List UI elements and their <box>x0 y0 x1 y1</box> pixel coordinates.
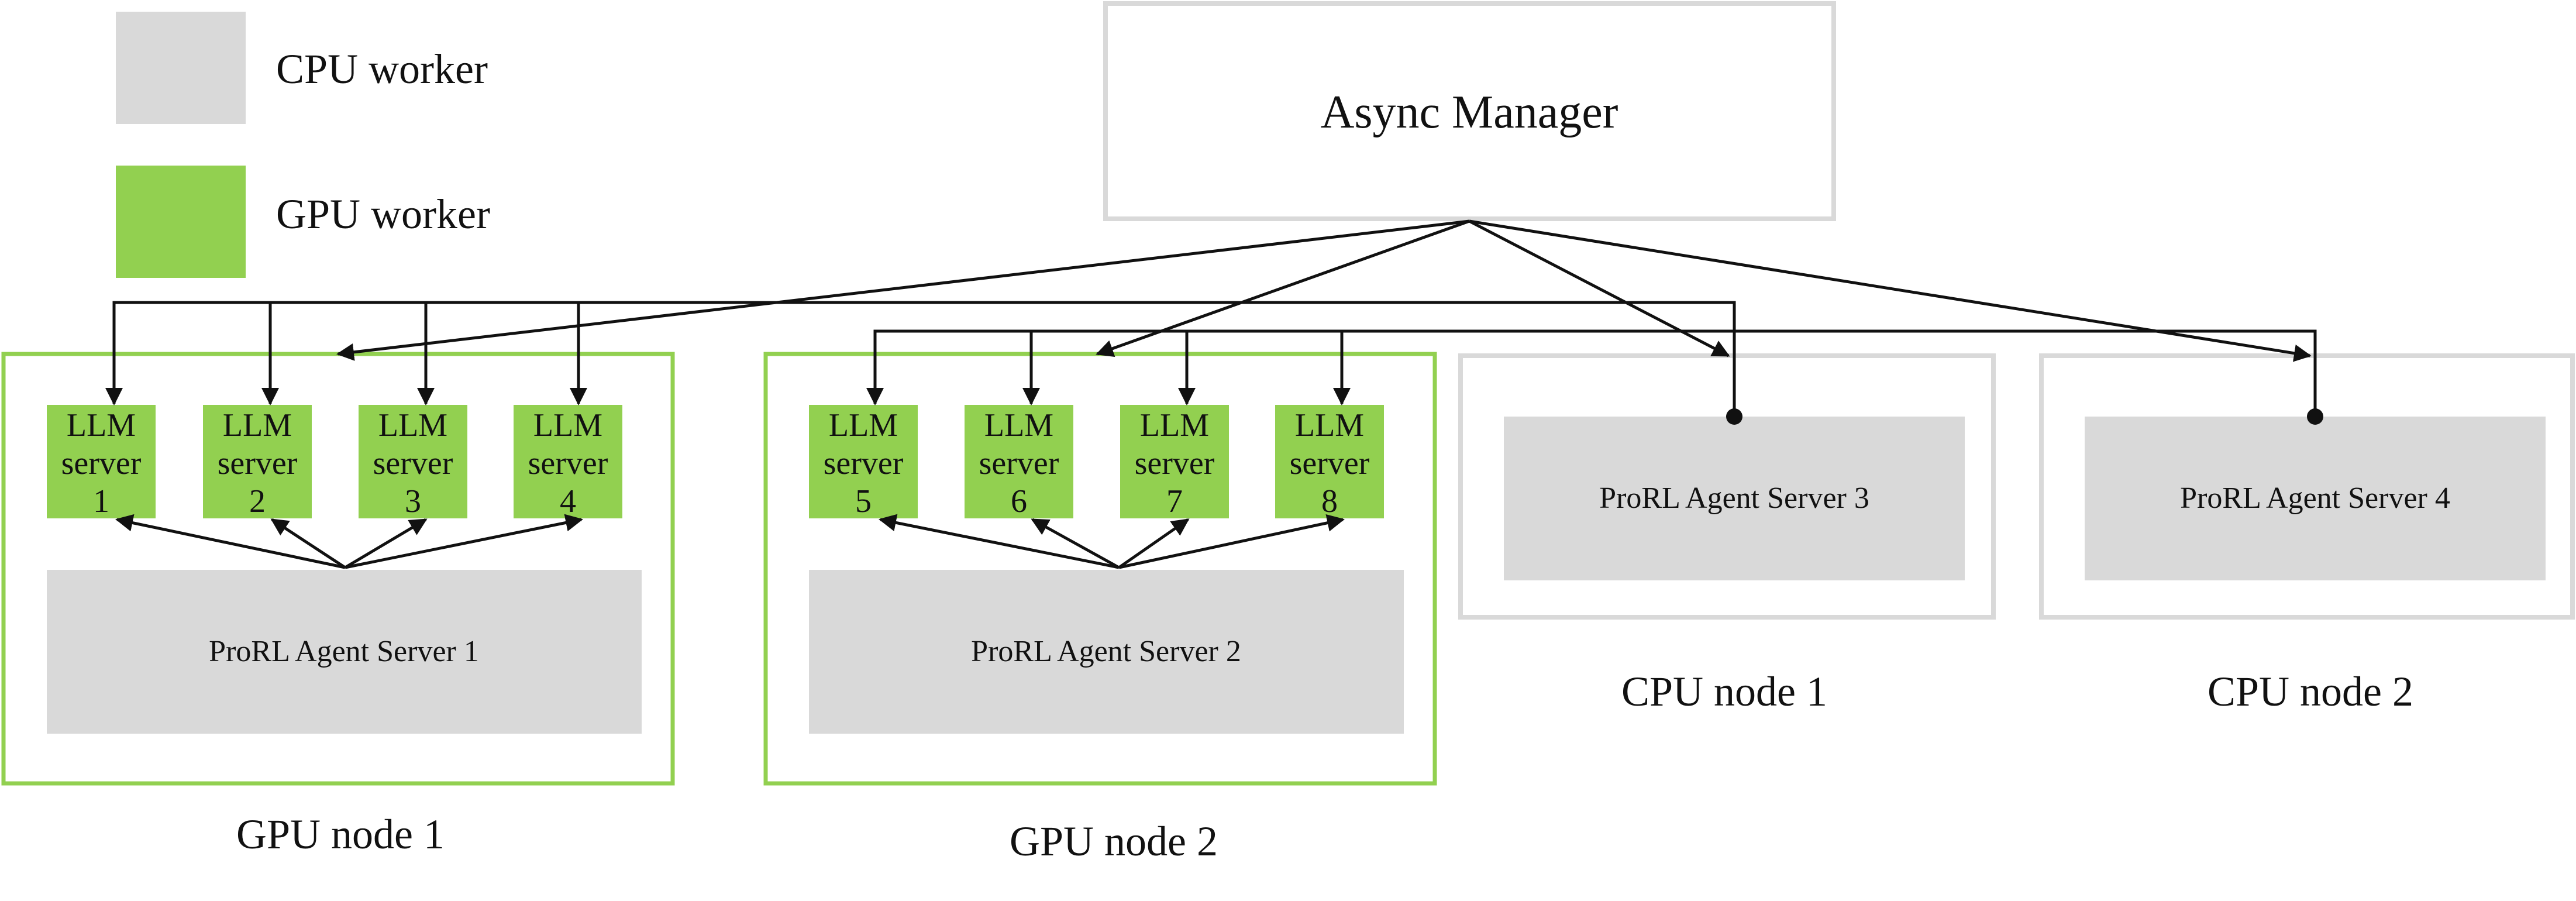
prorl-agent-server-2 <box>809 570 1404 734</box>
async-manager: Async Manager <box>1103 1 1836 221</box>
llm-server-6-line1: LLM <box>984 407 1053 443</box>
cpu-node-2-label: CPU node 2 <box>2207 668 2413 715</box>
llm-server-6-line3: 6 <box>1011 483 1027 520</box>
llm-server-5 <box>809 405 918 518</box>
llm-server-8-line1: LLM <box>1295 407 1364 443</box>
async-manager-label: Async Manager <box>1321 87 1618 138</box>
llm-server-2-line2: server <box>218 445 298 482</box>
cpu-node-2: ProRL Agent Server 4 CPU node 2 <box>2039 353 2575 715</box>
llm-server-8 <box>1275 405 1384 518</box>
legend-gpu-swatch <box>116 166 246 278</box>
arrow-agent-1-to-llm-2 <box>270 518 346 569</box>
connector-dot-agent-3 <box>1726 408 1742 425</box>
prorl-agent-server-3-label: ProRL Agent Server 3 <box>1599 482 1869 515</box>
llm-server-7-line2: server <box>1135 445 1215 482</box>
async-manager-box <box>1103 1 1836 221</box>
llm-server-4-line3: 4 <box>560 483 576 520</box>
llm-server-3-line1: LLM <box>378 407 447 443</box>
llm-server-3 <box>359 405 467 518</box>
cpu-node-1-label: CPU node 1 <box>1621 668 1827 715</box>
llm-server-5-line2: server <box>824 445 904 482</box>
bus-cpu-server-3-to-gpu-node-1 <box>112 301 1736 417</box>
llm-server-2-line1: LLM <box>223 407 292 443</box>
arrow-agent-2-to-llm-5 <box>879 514 1120 569</box>
gpu-node-2: LLM server 5 LLM server 6 LLM server 7 L… <box>763 352 1437 865</box>
arrow-agent-2-to-llm-7 <box>1118 518 1190 569</box>
arrow-agent-1-to-llm-4 <box>345 514 583 569</box>
llm-server-6 <box>965 405 1073 518</box>
prorl-agent-server-3 <box>1504 417 1965 580</box>
llm-server-4 <box>514 405 622 518</box>
arrow-manager-to-cpu-node-2 <box>1469 219 2312 362</box>
llm-server-1 <box>47 405 156 518</box>
prorl-agent-server-2-label: ProRL Agent Server 2 <box>971 635 1241 668</box>
arrow-manager-to-cpu-node-1 <box>1468 219 1730 357</box>
gpu-node-1: LLM server 1 LLM server 2 LLM server 3 L… <box>1 352 675 858</box>
llm-server-8-line2: server <box>1290 445 1370 482</box>
llm-server-5-line3: 5 <box>855 483 872 520</box>
llm-server-3-line3: 3 <box>405 483 421 520</box>
gpu-node-1-label: GPU node 1 <box>236 811 445 858</box>
connectors <box>105 219 2317 569</box>
llm-server-1-line1: LLM <box>67 407 136 443</box>
llm-server-7-line1: LLM <box>1140 407 1209 443</box>
llm-server-6-line2: server <box>979 445 1059 482</box>
llm-server-7 <box>1120 405 1229 518</box>
arrow-manager-to-gpu-node-1 <box>336 219 1470 361</box>
gpu-node-2-label: GPU node 2 <box>1010 818 1218 865</box>
prorl-agent-server-1-label: ProRL Agent Server 1 <box>209 635 479 668</box>
legend: CPU worker GPU worker <box>116 12 490 278</box>
prorl-agent-server-1 <box>47 570 642 734</box>
prorl-agent-server-4-label: ProRL Agent Server 4 <box>2180 482 2450 515</box>
legend-gpu-label: GPU worker <box>276 191 490 238</box>
arrow-manager-to-gpu-node-2 <box>1096 219 1470 357</box>
bus-cpu-server-4-to-gpu-node-2 <box>873 329 2317 417</box>
llm-server-1-line3: 1 <box>93 483 109 520</box>
arrow-agent-1-to-llm-3 <box>344 518 428 569</box>
legend-cpu-swatch <box>116 12 246 124</box>
arrow-agent-1-to-llm-1 <box>115 514 346 569</box>
arrow-agent-2-to-llm-6 <box>1031 518 1120 569</box>
legend-cpu-label: CPU worker <box>276 46 488 92</box>
cpu-node-1: ProRL Agent Server 3 CPU node 1 <box>1458 353 1996 715</box>
arrow-agent-2-to-llm-8 <box>1118 514 1345 569</box>
llm-server-2 <box>203 405 312 518</box>
llm-server-1-line2: server <box>61 445 142 482</box>
connector-dot-agent-4 <box>2307 408 2323 425</box>
llm-server-5-line1: LLM <box>829 407 898 443</box>
llm-server-2-line3: 2 <box>249 483 266 520</box>
llm-server-7-line3: 7 <box>1166 483 1183 520</box>
llm-server-4-line2: server <box>528 445 608 482</box>
prorl-agent-server-4 <box>2085 417 2546 580</box>
llm-server-3-line2: server <box>373 445 453 482</box>
llm-server-8-line3: 8 <box>1321 483 1338 520</box>
llm-server-4-line1: LLM <box>533 407 602 443</box>
